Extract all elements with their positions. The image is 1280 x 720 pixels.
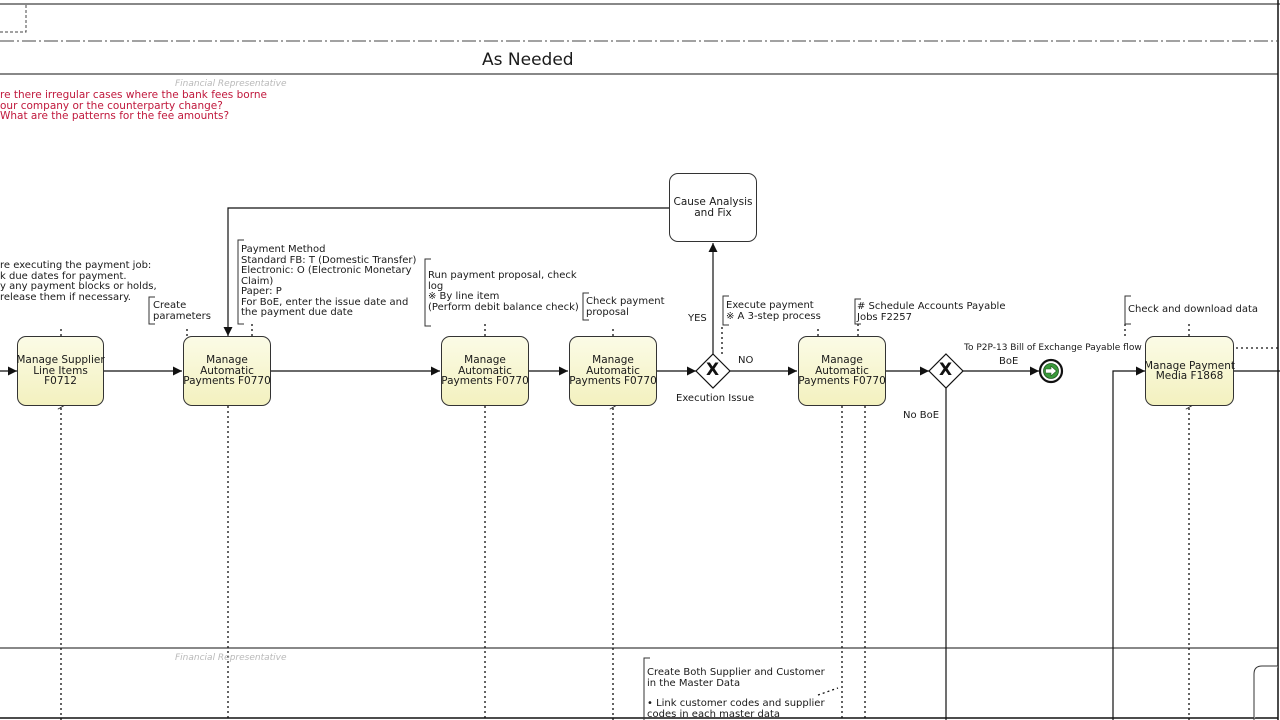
- annotation-check-payment-proposal: Check payment proposal: [586, 296, 665, 318]
- annotation-payment-method: Payment Method Standard FB: T (Domestic …: [241, 244, 417, 318]
- annotation-create-parameters: Create parameters: [153, 300, 212, 322]
- flow-label-boe: BoE: [999, 356, 1019, 367]
- task-manage-payment-media[interactable]: Manage Payment Media F1868: [1144, 336, 1235, 406]
- flow-label-boe-target: To P2P-13 Bill of Exchange Payable flow: [964, 343, 1142, 353]
- annotation-check-download: Check and download data: [1128, 304, 1258, 315]
- question-note: re there irregular cases where the bank …: [0, 89, 267, 122]
- task-manage-automatic-payments-2[interactable]: Manage Automatic Payments F0770: [441, 336, 529, 406]
- gateway-boe-marker: X: [939, 360, 953, 380]
- lane-label-top: Financial Representative: [175, 79, 287, 89]
- annotation-before-executing: re executing the payment job: k due date…: [0, 260, 157, 303]
- phase-title: As Needed: [482, 50, 574, 70]
- gateway-boe: [928, 353, 964, 389]
- flow-into-t6: [1112, 366, 1145, 720]
- annotation-run-payment-proposal: Run payment proposal, check log ※ By lin…: [428, 270, 579, 313]
- lane-label-bottom: Financial Representative: [175, 653, 287, 663]
- flow-label-no: NO: [738, 355, 754, 366]
- annotation-create-supplier-customer: Create Both Supplier and Customer in the…: [647, 667, 825, 689]
- flow-label-execution-issue: Execution Issue: [676, 393, 755, 404]
- task-manage-supplier-line-items[interactable]: Manage Supplier Line Items F0712: [16, 336, 105, 406]
- gateway-execution-marker: X: [706, 360, 720, 380]
- top-left-dashed-box: [0, 5, 27, 33]
- annotation-schedule-jobs: # Schedule Accounts Payable Jobs F2257: [857, 301, 1006, 323]
- task-manage-automatic-payments-4[interactable]: Manage Automatic Payments F0770: [798, 336, 886, 406]
- flow-label-no-boe: No BoE: [903, 410, 940, 421]
- flow-cause-t2: [223, 207, 669, 336]
- end-event-icon: [1038, 358, 1064, 384]
- task-manage-automatic-payments-1[interactable]: Manage Automatic Payments F0770: [183, 336, 271, 406]
- task-manage-automatic-payments-3[interactable]: Manage Automatic Payments F0770: [569, 336, 657, 406]
- gateway-execution: [695, 353, 731, 389]
- annotation-link-codes: • Link customer codes and supplier codes…: [647, 698, 825, 720]
- data-associations: [57, 322, 1193, 720]
- annotation-execute-payment: Execute payment ※ A 3-step process: [726, 300, 821, 322]
- partial-task-bottom-right: [1253, 665, 1278, 720]
- flow-label-yes: YES: [688, 313, 707, 324]
- annotation-brackets: [148, 239, 1131, 720]
- task-cause-analysis[interactable]: Cause Analysis and Fix: [669, 173, 757, 242]
